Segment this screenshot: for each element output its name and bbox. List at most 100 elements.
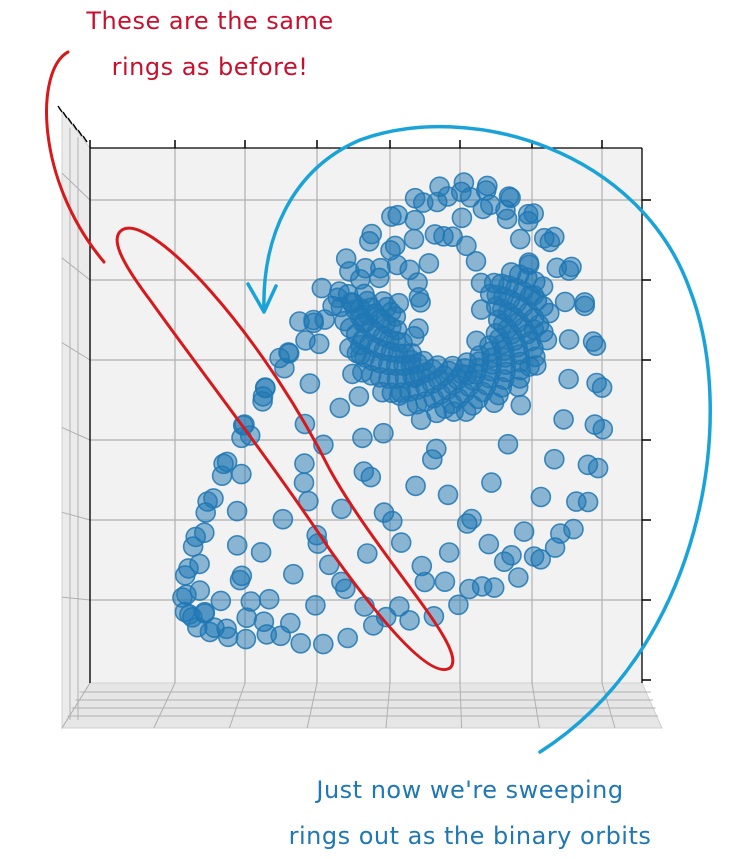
data-point xyxy=(231,463,252,485)
data-point xyxy=(282,563,304,585)
grid-line-floor xyxy=(601,682,616,729)
data-point xyxy=(483,577,505,598)
data-point xyxy=(360,466,382,488)
data-point xyxy=(404,209,426,231)
grid-line-left-pane xyxy=(61,342,91,361)
blue-annotation-text: Just now we're sweeping rings out as the… xyxy=(250,767,690,859)
data-point xyxy=(592,418,614,440)
data-point xyxy=(558,329,580,350)
grid-line-left-pane xyxy=(61,257,91,281)
data-point xyxy=(472,198,494,220)
floor-pane xyxy=(61,682,663,729)
data-point xyxy=(483,272,505,294)
data-point xyxy=(500,262,522,283)
data-point xyxy=(408,286,430,308)
data-point xyxy=(563,518,584,540)
data-point xyxy=(587,457,609,479)
data-point xyxy=(513,521,535,542)
data-point xyxy=(189,553,210,575)
data-point xyxy=(497,433,519,455)
data-point xyxy=(390,532,412,553)
data-point xyxy=(308,333,330,355)
data-point xyxy=(289,311,310,332)
data-point xyxy=(451,207,473,229)
data-point xyxy=(373,422,394,444)
data-point xyxy=(465,250,487,272)
data-point xyxy=(530,486,552,508)
data-points xyxy=(172,172,614,655)
data-point xyxy=(577,491,599,513)
data-point xyxy=(481,472,502,493)
data-point xyxy=(507,567,529,588)
y-axis-tick xyxy=(67,117,73,125)
data-point xyxy=(448,594,469,616)
data-point xyxy=(311,277,333,299)
data-point xyxy=(543,448,565,470)
data-point xyxy=(269,347,290,369)
data-point xyxy=(305,594,326,616)
data-point xyxy=(358,231,380,252)
data-point xyxy=(423,605,445,627)
data-point xyxy=(298,490,319,512)
data-point xyxy=(189,580,211,601)
data-point xyxy=(203,488,224,509)
data-point xyxy=(403,228,425,250)
data-point xyxy=(299,373,321,394)
data-point xyxy=(553,409,574,430)
data-point xyxy=(558,368,579,390)
data-point xyxy=(450,181,472,203)
data-point xyxy=(384,235,406,257)
data-point xyxy=(373,502,395,523)
y-axis-tick xyxy=(82,135,88,143)
data-point xyxy=(337,627,359,649)
data-point xyxy=(329,397,351,419)
data-point xyxy=(194,601,216,623)
y-axis-tick xyxy=(77,129,83,137)
data-point xyxy=(418,253,440,274)
red-annotation-line-1: These are the same xyxy=(86,7,334,35)
red-annotation-arrow xyxy=(45,50,106,264)
data-point xyxy=(348,386,370,407)
data-point xyxy=(585,335,607,357)
data-point xyxy=(194,522,215,544)
data-point xyxy=(434,571,456,593)
blue-annotation-line-2: rings out as the binary orbits xyxy=(288,822,652,850)
data-point xyxy=(518,252,540,274)
grid-line-floor xyxy=(153,682,176,729)
grid-line-floor xyxy=(385,682,391,729)
red-ring-outline xyxy=(115,226,455,671)
data-point xyxy=(458,578,480,600)
grid-line-left-pane xyxy=(61,596,91,601)
data-point xyxy=(216,451,238,473)
data-point xyxy=(405,475,426,497)
data-point xyxy=(375,606,397,628)
data-point xyxy=(250,541,272,563)
data-point xyxy=(421,449,443,470)
data-point xyxy=(253,611,275,633)
data-point xyxy=(210,590,232,612)
data-point xyxy=(433,226,454,247)
data-point xyxy=(339,261,360,282)
data-point xyxy=(438,542,460,563)
red-annotation-text: These are the same rings as before! xyxy=(60,0,360,90)
data-point xyxy=(523,546,545,567)
data-point xyxy=(495,199,516,221)
data-point xyxy=(475,180,497,201)
grid-line-left-pane xyxy=(61,511,91,521)
data-point xyxy=(226,534,248,556)
data-point xyxy=(252,386,274,407)
grid-line-left-pane xyxy=(61,427,91,441)
data-point xyxy=(290,632,312,654)
data-point xyxy=(381,206,402,227)
data-point xyxy=(240,591,262,612)
data-point xyxy=(437,484,459,506)
data-point xyxy=(318,554,340,576)
data-point xyxy=(368,267,390,289)
data-point xyxy=(399,610,420,631)
data-point xyxy=(558,260,580,281)
data-point xyxy=(312,633,334,655)
y-axis-tick xyxy=(62,111,68,119)
red-annotation-line-2: rings as before! xyxy=(111,53,309,81)
data-point xyxy=(509,228,531,250)
